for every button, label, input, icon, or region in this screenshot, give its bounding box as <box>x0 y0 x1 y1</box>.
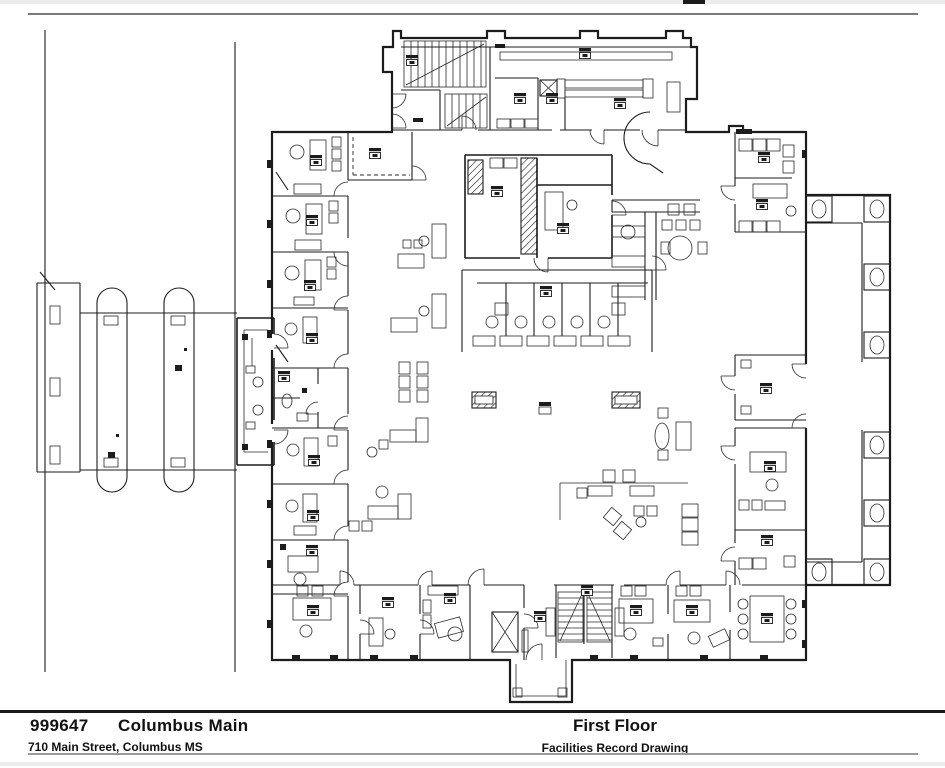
building-address: 710 Main Street, Columbus MS <box>28 740 203 754</box>
teller-stools <box>485 315 611 329</box>
drive-lane-island <box>96 287 128 493</box>
furniture <box>49 51 797 698</box>
drive-through-canopy <box>36 271 275 493</box>
page-edge-bottom <box>0 762 945 766</box>
project-number: 999647 <box>30 716 89 735</box>
top-rule <box>28 13 918 15</box>
door-swings <box>273 93 807 661</box>
drive-lane-island <box>163 287 195 493</box>
building-name: Columbus Main <box>118 716 249 735</box>
page-edge-top <box>0 0 945 4</box>
colonnade <box>805 193 892 587</box>
room-labels <box>278 48 776 624</box>
interior-walls <box>272 46 806 660</box>
sheet-subtitle: Facilities Record Drawing <box>541 741 689 755</box>
exterior-walls <box>266 29 811 704</box>
vault-wall-hatch <box>520 157 538 255</box>
stairs <box>403 40 613 643</box>
title-block-rule <box>0 710 945 713</box>
teller-counter <box>461 269 653 352</box>
wall-marks <box>108 0 807 660</box>
site-lines <box>44 30 236 672</box>
bottom-rule <box>28 753 918 755</box>
sheet-title: First Floor <box>572 716 658 735</box>
vault-wall-hatch <box>467 159 484 195</box>
